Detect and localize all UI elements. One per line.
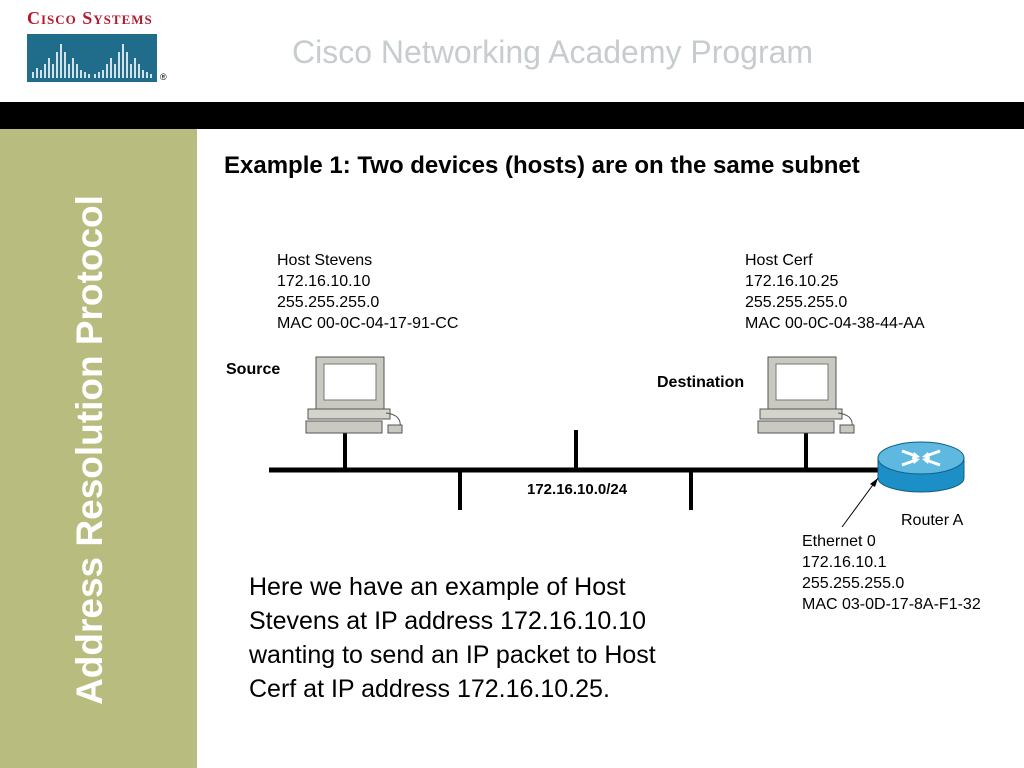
body-paragraph: Here we have an example of Host Stevens … — [249, 570, 729, 706]
leader-arrowhead — [870, 478, 878, 487]
host-cerf-mac: MAC 00-0C-04-38-44-AA — [745, 315, 925, 332]
body-line: wanting to send an IP packet to Host — [249, 641, 656, 669]
host-cerf-ip: 172.16.10.25 — [745, 273, 839, 290]
host-stevens-ip: 172.16.10.10 — [277, 273, 371, 290]
router-interface-name: Ethernet 0 — [802, 533, 876, 550]
source-label: Source — [226, 361, 281, 378]
body-line: Stevens at IP address 172.16.10.10 — [249, 607, 647, 635]
host-cerf-name: Host Cerf — [745, 252, 813, 269]
sidebar-band — [0, 129, 197, 768]
host-stevens-name: Host Stevens — [277, 252, 373, 269]
computer-icon — [757, 356, 855, 434]
header-divider-band — [0, 102, 1024, 129]
router-interface-info: Ethernet 0 172.16.10.1 255.255.255.0 MAC… — [802, 531, 981, 615]
slide-heading: Example 1: Two devices (hosts) are on th… — [224, 152, 860, 179]
program-title: Cisco Networking Academy Program — [292, 34, 814, 70]
destination-label: Destination — [657, 374, 745, 391]
router-mask: 255.255.255.0 — [802, 575, 905, 592]
host-cerf-info: Host Cerf 172.16.10.25 255.255.255.0 MAC… — [745, 250, 925, 334]
router-ip: 172.16.10.1 — [802, 554, 887, 571]
registered-mark: ® — [160, 72, 167, 82]
host-stevens-mask: 255.255.255.0 — [277, 294, 380, 311]
host-stevens-mac: MAC 00-0C-04-17-91-CC — [277, 315, 459, 332]
router-icon — [877, 441, 965, 493]
network-address-label: 172.16.10.0/24 — [527, 481, 628, 498]
router-name: Router A — [901, 512, 964, 529]
cisco-logo-bridge-icon — [27, 34, 157, 82]
host-stevens-info: Host Stevens 172.16.10.10 255.255.255.0 … — [277, 250, 458, 334]
router-mac: MAC 03-0D-17-8A-F1-32 — [802, 596, 981, 613]
body-line: Here we have an example of Host — [249, 573, 626, 601]
host-cerf-mask: 255.255.255.0 — [745, 294, 848, 311]
computer-icon — [305, 356, 403, 434]
body-line: Cerf at IP address 172.16.10.25. — [249, 675, 610, 703]
ethernet0-leader-line — [841, 477, 879, 528]
cisco-logo-text: Cisco Systems — [27, 8, 153, 28]
